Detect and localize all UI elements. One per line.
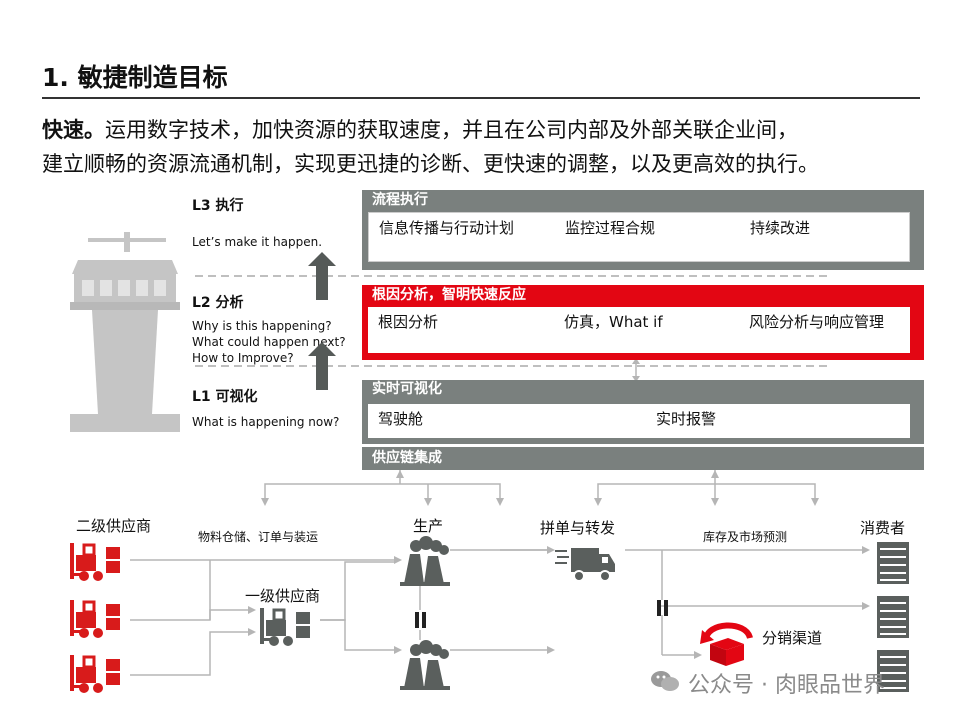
l1-sub-1: What is happening now? [192, 415, 340, 429]
analysis-body: 根因分析 仿真，What if 风险分析与响应管理 [368, 307, 910, 353]
execution-item-2: 监控过程合规 [565, 219, 656, 237]
intro-line2: 建立顺畅的资源流通机制，实现更迅捷的诊断、更快速的调整，以及更高效的执行。 [42, 152, 819, 176]
forklift-icon-tier2-1 [70, 543, 120, 581]
flow-connectors [130, 470, 870, 676]
execution-item-3: 持续改进 [750, 219, 811, 237]
wechat-icon [651, 671, 679, 691]
execution-panel: 流程执行 信息传播与行动计划 监控过程合规 持续改进 [362, 190, 924, 270]
intro-lead: 快速。 [42, 118, 105, 142]
analysis-header: 根因分析，智明快速反应 [372, 287, 526, 303]
visibility-body: 驾驶舱 实时报警 [368, 404, 910, 438]
consolidation-label: 拼单与转发 [540, 519, 616, 537]
forecast-link-label: 库存及市场预测 [703, 530, 788, 544]
forklift-icon-tier2-3 [70, 655, 120, 693]
page-title: 1. 敏捷制造目标 [42, 63, 228, 92]
materials-link-label: 物料仓储、订单与装运 [198, 530, 319, 544]
analysis-item-1: 根因分析 [378, 313, 439, 331]
factory-icon-1 [400, 536, 450, 586]
execution-body: 信息传播与行动计划 监控过程合规 持续改进 [368, 212, 910, 262]
analysis-item-2: 仿真，What if [564, 313, 663, 331]
double-arrow-icon [632, 358, 640, 382]
intro-line1: 运用数字技术，加快资源的获取速度，并且在公司内部及外部关联企业间， [105, 118, 798, 142]
building-icon-2 [877, 596, 909, 638]
l1-title: L1 可视化 [192, 389, 258, 405]
truck-icon [555, 548, 615, 582]
l3-title: L3 执行 [192, 198, 244, 214]
l2-sub-1: Why is this happening? [192, 319, 332, 333]
l2-sub-3: How to Improve? [192, 351, 294, 365]
consumer-label: 消费者 [860, 519, 906, 537]
visibility-panel: 实时可视化 驾驶舱 实时报警 [362, 380, 924, 444]
title-divider [42, 97, 920, 99]
up-arrow-icon-l3 [308, 252, 336, 300]
control-tower-icon [70, 232, 180, 432]
intro-text: 快速。运用数字技术，加快资源的获取速度，并且在公司内部及外部关联企业间， 建立顺… [42, 113, 942, 181]
l2-title: L2 分析 [192, 295, 244, 311]
execution-header: 流程执行 [372, 192, 428, 208]
execution-item-1: 信息传播与行动计划 [379, 219, 515, 237]
tier1-supplier-label: 一级供应商 [245, 587, 321, 605]
level-connectors [195, 252, 830, 390]
analysis-item-3: 风险分析与响应管理 [749, 313, 885, 331]
up-arrow-icon-l2 [308, 342, 336, 390]
integration-header: 供应链集成 [362, 447, 924, 470]
production-label: 生产 [413, 517, 444, 535]
building-icon-3 [877, 650, 909, 692]
l2-sub-2: What could happen next? [192, 335, 346, 349]
distribution-label: 分销渠道 [762, 629, 823, 647]
watermark-text: 公众号 · 肉眼品世界 [688, 673, 885, 698]
l3-sub-1: Let’s make it happen. [192, 235, 323, 249]
visibility-item-1: 驾驶舱 [378, 410, 424, 428]
factory-icon-2 [400, 640, 450, 690]
tier2-supplier-label: 二级供应商 [76, 517, 152, 535]
forklift-icon-tier1 [260, 608, 310, 646]
visibility-item-2: 实时报警 [656, 410, 717, 428]
visibility-header: 实时可视化 [372, 381, 442, 397]
building-icon-1 [877, 542, 909, 584]
forklift-icon-tier2-2 [70, 600, 120, 638]
analysis-panel: 根因分析，智明快速反应 根因分析 仿真，What if 风险分析与响应管理 [362, 285, 924, 360]
distribution-box-icon [700, 622, 753, 666]
